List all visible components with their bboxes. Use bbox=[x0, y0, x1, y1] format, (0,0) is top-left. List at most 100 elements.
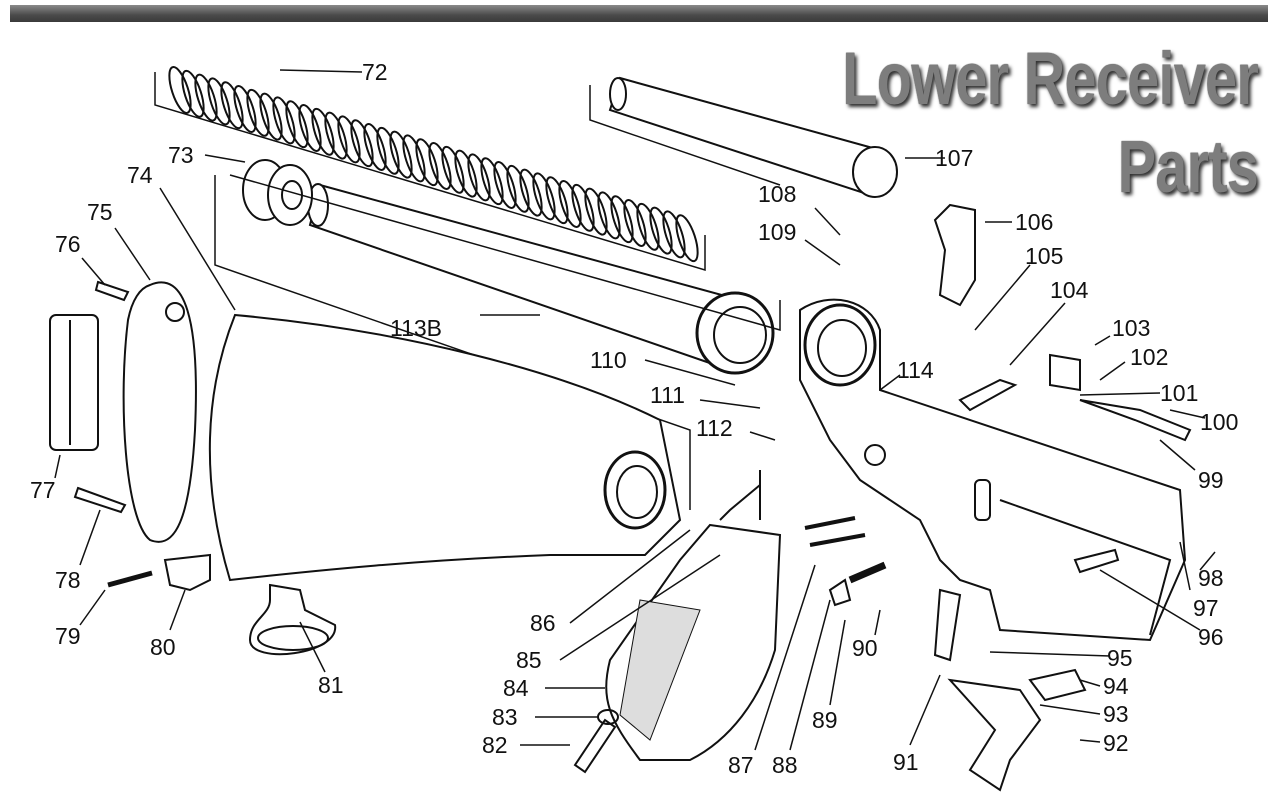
leader-line bbox=[1179, 541, 1191, 591]
part-label-77: 77 bbox=[30, 477, 56, 503]
leader-line bbox=[989, 651, 1111, 657]
leader-line bbox=[909, 674, 941, 746]
leader-line bbox=[879, 374, 901, 391]
spring-coil bbox=[259, 92, 283, 141]
spring-coil bbox=[571, 183, 595, 232]
spring-coil bbox=[467, 153, 491, 202]
spring-coil bbox=[324, 111, 348, 160]
part-label-89: 89 bbox=[812, 707, 838, 733]
part-label-80: 80 bbox=[150, 634, 176, 660]
part-label-102: 102 bbox=[1130, 344, 1168, 370]
part-label-113B: 113B bbox=[390, 315, 442, 341]
leader-line bbox=[1099, 569, 1201, 631]
part-label-72: 72 bbox=[362, 59, 388, 85]
leader-line bbox=[789, 599, 831, 751]
spring-coil bbox=[454, 149, 478, 198]
part-label-98: 98 bbox=[1198, 565, 1224, 591]
leader-line bbox=[1079, 679, 1101, 687]
spring-coil bbox=[402, 134, 426, 183]
part-label-88: 88 bbox=[772, 752, 798, 778]
leader-line bbox=[1169, 409, 1206, 419]
spring-coil bbox=[181, 69, 205, 118]
spring-coil bbox=[272, 96, 296, 145]
leader-line bbox=[169, 589, 186, 631]
leader-line bbox=[79, 589, 106, 626]
spring-coil bbox=[623, 199, 647, 247]
leader-line bbox=[874, 609, 881, 636]
leader-line bbox=[814, 207, 841, 236]
spring-bracket bbox=[154, 72, 706, 272]
spring-coil bbox=[662, 210, 686, 259]
part-label-73: 73 bbox=[168, 142, 194, 168]
spring-coil bbox=[194, 73, 218, 122]
part-label-103: 103 bbox=[1112, 315, 1150, 341]
buttstock bbox=[208, 313, 682, 582]
leader-line bbox=[299, 621, 326, 673]
part-label-81: 81 bbox=[318, 672, 344, 698]
leader-line bbox=[1159, 439, 1196, 471]
part-label-112: 112 bbox=[696, 415, 733, 441]
spring-coil bbox=[584, 187, 608, 236]
part-label-94: 94 bbox=[1103, 673, 1129, 699]
leader-line bbox=[79, 509, 101, 566]
leader-line bbox=[1094, 335, 1111, 346]
part-label-84: 84 bbox=[503, 675, 529, 701]
spring-coil bbox=[233, 85, 257, 133]
part-label-101: 101 bbox=[1160, 380, 1198, 406]
spring-coil bbox=[597, 191, 621, 240]
part-label-87: 87 bbox=[728, 752, 754, 778]
part-label-83: 83 bbox=[492, 704, 518, 730]
spring-coil bbox=[220, 81, 244, 130]
leader-line bbox=[204, 154, 246, 163]
part-label-82: 82 bbox=[482, 732, 508, 758]
leader-line bbox=[749, 431, 776, 441]
part-label-114: 114 bbox=[897, 357, 934, 383]
leader-lines bbox=[54, 69, 1216, 751]
part-label-78: 78 bbox=[55, 567, 81, 593]
leader-line bbox=[1079, 739, 1101, 743]
leader-line bbox=[279, 69, 363, 73]
spring-coil bbox=[506, 164, 530, 213]
part-label-92: 92 bbox=[1103, 730, 1129, 756]
part-label-99: 99 bbox=[1198, 467, 1224, 493]
leader-line bbox=[1009, 302, 1066, 366]
leader-line bbox=[754, 564, 816, 751]
leader-line bbox=[559, 554, 721, 661]
spring-coil bbox=[311, 107, 335, 156]
buffer-spring bbox=[168, 66, 699, 263]
part-label-76: 76 bbox=[55, 231, 81, 257]
part-label-95: 95 bbox=[1107, 645, 1133, 671]
spring-coil bbox=[337, 115, 361, 164]
part-label-96: 96 bbox=[1198, 624, 1224, 650]
part-label-93: 93 bbox=[1103, 701, 1129, 727]
leader-line bbox=[114, 227, 151, 281]
leader-line bbox=[159, 187, 236, 311]
title-line-1: Lower Receiver bbox=[842, 37, 1259, 120]
spring-coil bbox=[675, 214, 699, 263]
spring-coil bbox=[649, 206, 673, 255]
spring-coil bbox=[610, 195, 634, 244]
spring-coil bbox=[389, 130, 413, 179]
leader-line bbox=[1039, 704, 1101, 715]
spring-coil bbox=[168, 66, 192, 114]
part-label-90: 90 bbox=[852, 635, 878, 661]
part-label-86: 86 bbox=[530, 610, 556, 636]
spring-coil bbox=[493, 161, 517, 209]
part-label-109: 109 bbox=[758, 219, 796, 245]
part-label-108: 108 bbox=[758, 181, 796, 207]
leader-line bbox=[1199, 551, 1216, 571]
part-label-91: 91 bbox=[893, 749, 919, 775]
title-line-2: Parts bbox=[1117, 125, 1259, 208]
leader-line bbox=[54, 454, 61, 479]
leader-line bbox=[829, 619, 846, 706]
spring-coil bbox=[532, 172, 556, 221]
spring-coil bbox=[363, 123, 387, 171]
part-label-75: 75 bbox=[87, 199, 113, 225]
spring-coil bbox=[480, 157, 504, 206]
spring-coil bbox=[428, 142, 452, 190]
leader-line bbox=[699, 399, 761, 409]
spring-coil bbox=[415, 138, 439, 187]
leader-line bbox=[974, 264, 1031, 331]
part-label-106: 106 bbox=[1015, 209, 1053, 235]
